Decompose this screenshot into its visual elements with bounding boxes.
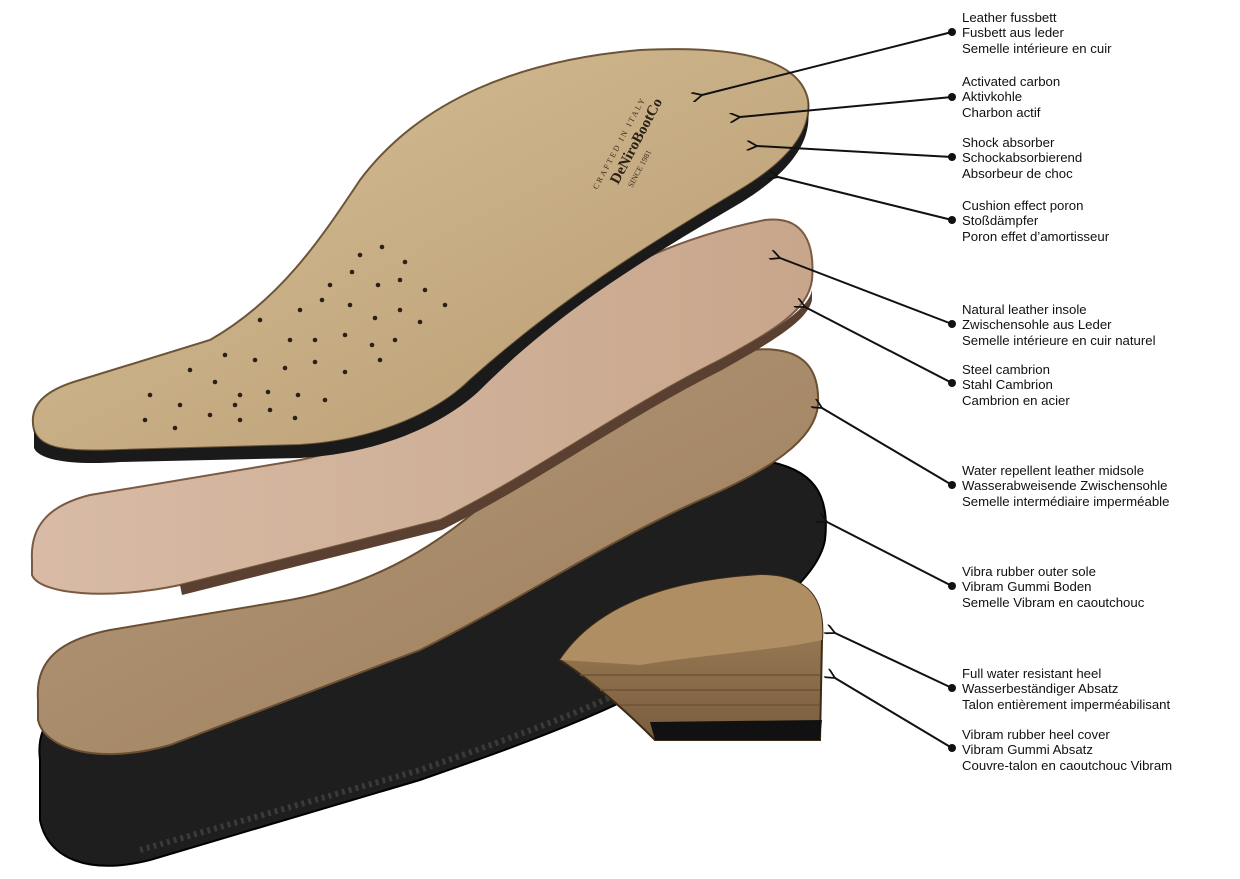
label-de: Stahl Cambrion: [962, 377, 1232, 392]
label-fr: Poron effet d’amortisseur: [962, 229, 1232, 244]
label-de: Wasserabweisende Zwischensohle: [962, 478, 1232, 493]
label-water-repellent-midsole: Water repellent leather midsole Wasserab…: [962, 463, 1232, 509]
label-en: Cushion effect poron: [962, 198, 1232, 213]
callout-dots: [948, 28, 956, 752]
label-vibra-outer-sole: Vibra rubber outer sole Vibram Gummi Bod…: [962, 564, 1232, 610]
label-leather-fussbett: Leather fussbett Fusbett aus leder Semel…: [962, 10, 1232, 56]
label-de: Vibram Gummi Boden: [962, 579, 1232, 594]
label-fr: Semelle Vibram en caoutchouc: [962, 595, 1232, 610]
label-en: Natural leather insole: [962, 302, 1232, 317]
label-en: Shock absorber: [962, 135, 1232, 150]
label-fr: Couvre-talon en caoutchouc Vibram: [962, 758, 1232, 773]
arrow-steel-cambrion: [805, 307, 952, 383]
arrow-water-repellent-midsole: [822, 408, 952, 485]
label-fr: Talon entièrement imperméabilisant: [962, 697, 1232, 712]
label-de: Vibram Gummi Absatz: [962, 742, 1232, 757]
label-activated-carbon: Activated carbon Aktivkohle Charbon acti…: [962, 74, 1232, 120]
label-en: Vibra rubber outer sole: [962, 564, 1232, 579]
label-de: Schockabsorbierend: [962, 150, 1232, 165]
label-de: Fusbett aus leder: [962, 25, 1232, 40]
label-fr: Semelle intérieure en cuir naturel: [962, 333, 1232, 348]
label-fr: Charbon actif: [962, 105, 1232, 120]
label-en: Activated carbon: [962, 74, 1232, 89]
arrow-cushion-poron: [778, 177, 952, 220]
label-de: Wasserbeständiger Absatz: [962, 681, 1232, 696]
label-en: Water repellent leather midsole: [962, 463, 1232, 478]
arrow-heel-cover: [835, 678, 952, 748]
arrow-vibra-outer-sole: [827, 522, 952, 586]
label-water-resistant-heel: Full water resistant heel Wasserbeständi…: [962, 666, 1232, 712]
label-fr: Semelle intermédiaire imperméable: [962, 494, 1232, 509]
label-steel-cambrion: Steel cambrion Stahl Cambrion Cambrion e…: [962, 362, 1232, 408]
label-fr: Absorbeur de choc: [962, 166, 1232, 181]
label-en: Leather fussbett: [962, 10, 1232, 25]
label-cushion-poron: Cushion effect poron Stoßdämpfer Poron e…: [962, 198, 1232, 244]
label-en: Full water resistant heel: [962, 666, 1232, 681]
label-de: Stoßdämpfer: [962, 213, 1232, 228]
label-en: Steel cambrion: [962, 362, 1232, 377]
label-fr: Semelle intérieure en cuir: [962, 41, 1232, 56]
arrow-water-resistant-heel: [835, 633, 952, 688]
label-natural-leather-insole: Natural leather insole Zwischensohle aus…: [962, 302, 1232, 348]
label-shock-absorber: Shock absorber Schockabsorbierend Absorb…: [962, 135, 1232, 181]
label-de: Aktivkohle: [962, 89, 1232, 104]
label-de: Zwischensohle aus Leder: [962, 317, 1232, 332]
label-heel-cover: Vibram rubber heel cover Vibram Gummi Ab…: [962, 727, 1232, 773]
label-fr: Cambrion en acier: [962, 393, 1232, 408]
label-en: Vibram rubber heel cover: [962, 727, 1232, 742]
